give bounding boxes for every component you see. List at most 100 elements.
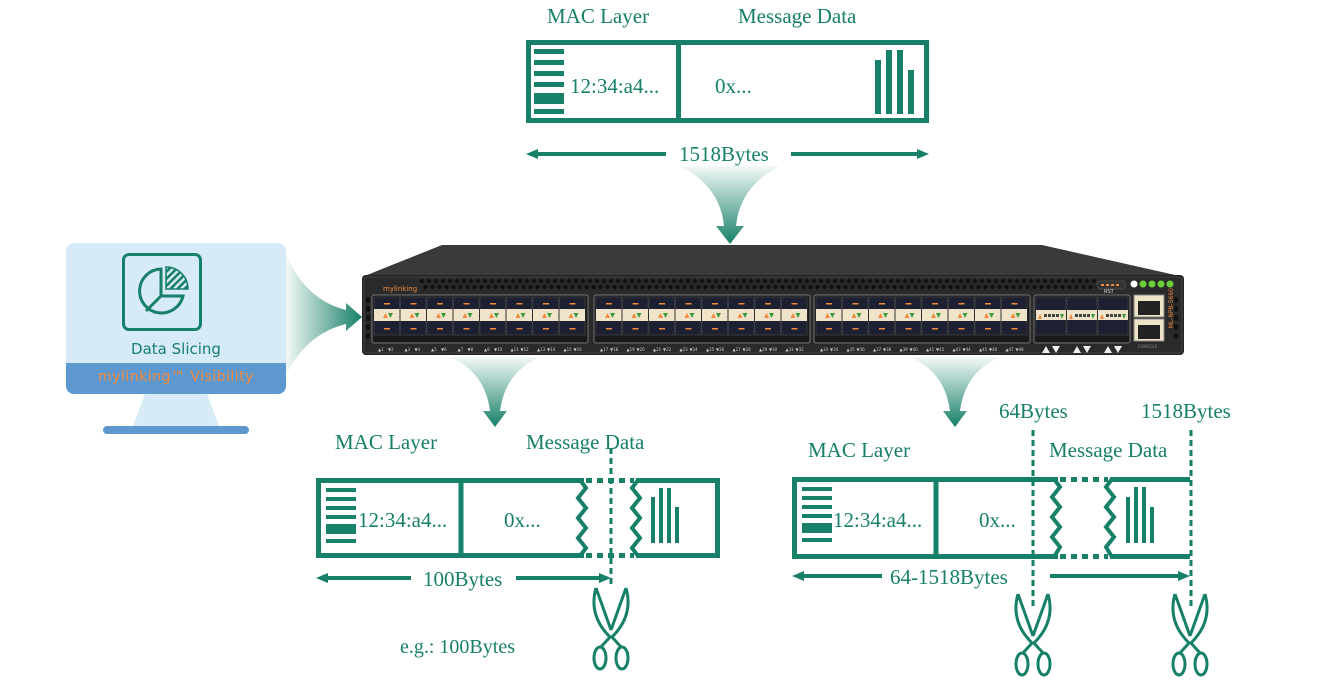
top-size-label: 1518Bytes bbox=[679, 142, 769, 166]
link-led-icon bbox=[764, 313, 769, 318]
port-label: ▼44 bbox=[963, 347, 972, 352]
port-label: ▲39 bbox=[900, 347, 909, 352]
link-led-icon bbox=[878, 313, 883, 318]
sfp-port[interactable] bbox=[701, 296, 728, 336]
port-label: ▼38 bbox=[883, 347, 892, 352]
payload-bars-icon bbox=[1126, 487, 1154, 543]
activity-led-icon bbox=[769, 313, 774, 318]
link-led-icon bbox=[409, 313, 415, 318]
activity-led-icon bbox=[388, 313, 393, 318]
link-led-icon bbox=[383, 313, 388, 318]
port-label: ▲17 bbox=[600, 347, 609, 352]
data-slicing-app-icon[interactable] bbox=[122, 253, 202, 331]
link-led-icon bbox=[436, 313, 441, 318]
link-led-icon bbox=[658, 313, 663, 318]
port-label: ▼36 bbox=[857, 347, 866, 352]
rst-label: RST bbox=[1104, 289, 1114, 295]
right-message-data-label: Message Data bbox=[1049, 438, 1168, 462]
sfp-port[interactable] bbox=[895, 296, 922, 336]
sfp-port[interactable] bbox=[815, 296, 842, 336]
link-led-icon bbox=[515, 313, 521, 318]
min-size-marker: 64Bytes bbox=[999, 399, 1068, 423]
sfp-port[interactable] bbox=[400, 296, 427, 336]
right-mac-value: 12:34:a4... bbox=[833, 508, 923, 532]
sfp-port[interactable] bbox=[1001, 296, 1028, 336]
monitor-screen: Data Slicing mylinking™ Visibility bbox=[66, 243, 286, 394]
top-size-arrow bbox=[526, 149, 929, 159]
port-label: ▲33 bbox=[820, 347, 829, 352]
port-label: ▲35 bbox=[847, 347, 856, 352]
activity-led-icon bbox=[414, 313, 420, 318]
left-mac-layer-label: MAC Layer bbox=[335, 430, 438, 454]
sfp-port[interactable] bbox=[559, 296, 586, 336]
scissors-icon[interactable] bbox=[1012, 592, 1054, 678]
port-label: ▲37 bbox=[873, 347, 882, 352]
funnel-arrow-right-icon bbox=[286, 255, 362, 375]
port-label: ▼26 bbox=[716, 347, 725, 352]
port-label: ▲7 bbox=[458, 347, 464, 352]
down-arrow-icon bbox=[1083, 346, 1091, 353]
rst-button[interactable] bbox=[1130, 280, 1138, 288]
activity-led-icon bbox=[795, 313, 801, 318]
port-label: ▲23 bbox=[680, 347, 689, 352]
sfp-port[interactable] bbox=[532, 296, 559, 336]
port-label: ▼46 bbox=[989, 347, 998, 352]
activity-led-icon bbox=[663, 313, 668, 318]
port-label: ▲9 bbox=[484, 347, 490, 352]
left-data-value: 0x... bbox=[504, 508, 541, 532]
sfp-port[interactable] bbox=[781, 296, 808, 336]
sfp-port[interactable] bbox=[453, 296, 480, 336]
activity-led-icon bbox=[936, 313, 941, 318]
scissors-icon[interactable] bbox=[590, 586, 632, 672]
port-label: ▼6 bbox=[441, 347, 447, 352]
port-label: ▲47 bbox=[1006, 347, 1015, 352]
link-led-icon bbox=[790, 313, 796, 318]
sfp-port[interactable] bbox=[842, 296, 869, 336]
right-data-value: 0x... bbox=[979, 508, 1016, 532]
port-label: ▼32 bbox=[796, 347, 805, 352]
funnel-arrow-right-down-icon bbox=[910, 357, 1000, 427]
monitor-brand-text: mylinking™ Visibility bbox=[98, 369, 254, 385]
top-mac-value: 12:34:a4... bbox=[570, 74, 660, 98]
sfp-port[interactable] bbox=[921, 296, 948, 336]
payload-bars-icon bbox=[651, 488, 679, 543]
sfp-port[interactable] bbox=[948, 296, 975, 336]
link-led-icon bbox=[737, 313, 743, 318]
activity-led-icon bbox=[520, 313, 526, 318]
sfp-port[interactable] bbox=[728, 296, 755, 336]
sfp-port[interactable] bbox=[648, 296, 675, 336]
activity-led-icon bbox=[689, 313, 695, 318]
port-label: ▲19 bbox=[627, 347, 636, 352]
max-cut-line bbox=[1189, 430, 1193, 610]
activity-led-icon bbox=[467, 313, 473, 318]
port-label: ▼34 bbox=[830, 347, 839, 352]
qsfp-port[interactable] bbox=[1066, 296, 1098, 336]
qsfp-port[interactable] bbox=[1097, 296, 1129, 336]
qsfp-port[interactable] bbox=[1035, 296, 1067, 336]
port-label: ▲27 bbox=[733, 347, 742, 352]
right-size-label: 64-1518Bytes bbox=[890, 565, 1008, 589]
sfp-port[interactable] bbox=[373, 296, 400, 336]
port-label: ▲13 bbox=[537, 347, 546, 352]
sfp-port[interactable] bbox=[506, 296, 533, 336]
activity-led-icon bbox=[547, 313, 552, 318]
port-label: ▼28 bbox=[743, 347, 752, 352]
sfp-port[interactable] bbox=[754, 296, 781, 336]
port-label: ▼48 bbox=[1016, 347, 1025, 352]
sfp-port[interactable] bbox=[479, 296, 506, 336]
activity-led-icon bbox=[494, 313, 499, 318]
sfp-port[interactable] bbox=[595, 296, 622, 336]
sfp-port[interactable] bbox=[868, 296, 895, 336]
sfp-port[interactable] bbox=[974, 296, 1001, 336]
sfp-port[interactable] bbox=[675, 296, 702, 336]
scissors-icon[interactable] bbox=[1169, 592, 1211, 678]
sfp-port[interactable] bbox=[622, 296, 649, 336]
activity-led-icon bbox=[742, 313, 748, 318]
port-label: ▲11 bbox=[511, 347, 520, 352]
status-led-icon bbox=[1148, 280, 1156, 288]
console-label: CONSOLE bbox=[1138, 344, 1158, 349]
port-label: ▼14 bbox=[547, 347, 556, 352]
port-label: ▲21 bbox=[653, 347, 662, 352]
sfp-port[interactable] bbox=[426, 296, 453, 336]
port-label: ▼40 bbox=[910, 347, 919, 352]
